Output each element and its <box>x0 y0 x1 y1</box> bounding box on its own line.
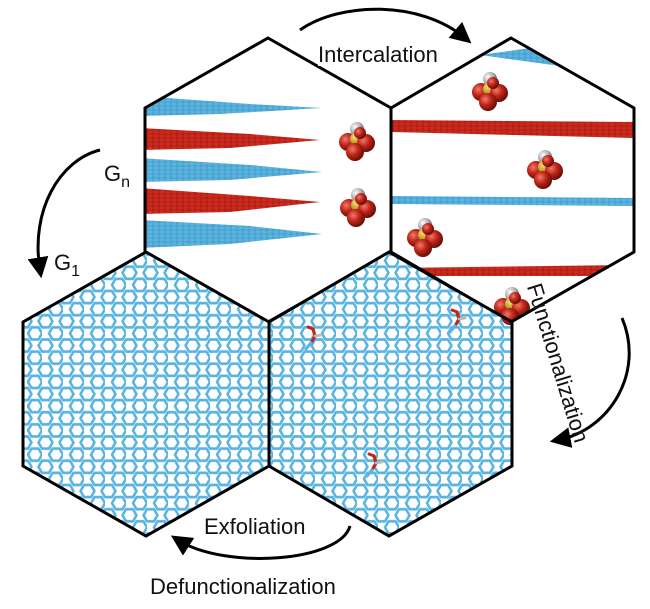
arrow-functionalization <box>549 317 631 448</box>
layer-blue-3 <box>145 220 322 248</box>
label-gn: Gn <box>104 163 130 191</box>
panel-pristine-sheet <box>21 250 271 538</box>
panel-stacked-layers <box>143 36 393 324</box>
layer-red-1 <box>145 128 320 150</box>
label-defunctionalization: Defunctionalization <box>150 574 336 599</box>
label-g1-base: G <box>54 250 72 275</box>
panel-functionalized-sheet <box>267 250 514 538</box>
layer-red-2 <box>145 188 320 214</box>
layer-red-c <box>391 265 634 276</box>
arrow-defunctionalization <box>170 525 352 560</box>
arrow-exfoliation <box>27 148 101 279</box>
layer-blue-b <box>391 196 634 206</box>
layer-blue-2 <box>145 158 322 182</box>
label-g1: G1 <box>54 252 80 280</box>
layer-blue-1 <box>145 96 322 116</box>
label-gn-base: G <box>104 161 122 186</box>
panel-intercalated-layers <box>389 36 636 324</box>
arrow-intercalation <box>299 7 472 44</box>
label-gn-sub: n <box>121 174 131 191</box>
label-intercalation: Intercalation <box>318 42 438 67</box>
label-exfoliation: Exfoliation <box>204 514 306 539</box>
layer-red-a <box>391 120 634 138</box>
label-g1-sub: 1 <box>71 263 81 280</box>
